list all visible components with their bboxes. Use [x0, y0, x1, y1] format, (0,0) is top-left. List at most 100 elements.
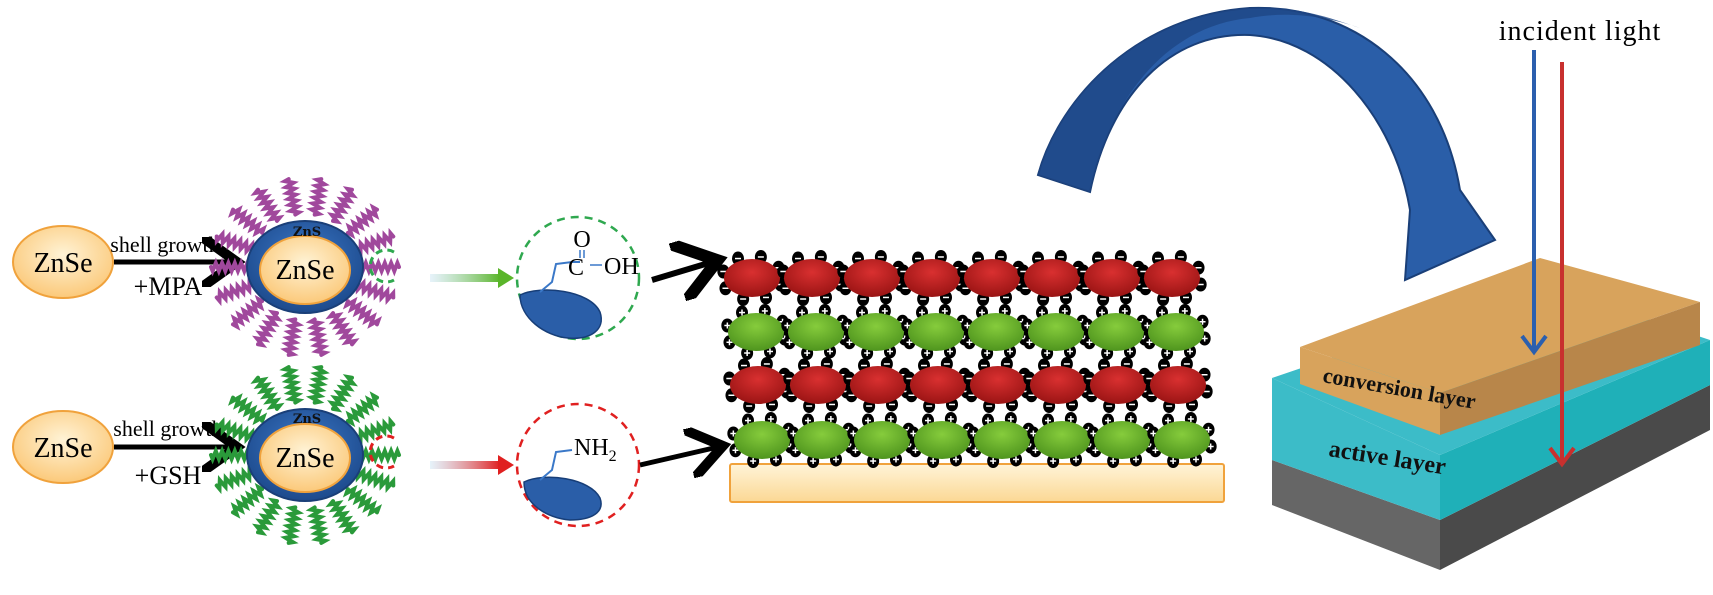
- ligand-strand: [359, 257, 401, 277]
- ligand-strand: [209, 257, 251, 277]
- nanoparticle: [908, 313, 964, 351]
- positive-particle: [961, 303, 1031, 361]
- process-label: shell growth: [110, 232, 219, 257]
- ligand-strand: [305, 505, 331, 545]
- ligand-strand: [250, 187, 285, 223]
- positive-particle: [721, 303, 791, 361]
- ligand-strand: [280, 317, 305, 357]
- ligand-strand: [214, 417, 255, 445]
- transfer-curved-arrow: [1036, 6, 1497, 282]
- znse-core-in-shell: [259, 423, 351, 493]
- positive-particle: [1027, 411, 1097, 469]
- zoom-arrow-head: [498, 455, 514, 475]
- negative-particle: [777, 249, 847, 307]
- ligand-chain: [539, 261, 580, 293]
- negative-particle: [1083, 356, 1153, 414]
- nanoparticle: [844, 259, 900, 297]
- negative-particle: [1077, 249, 1147, 307]
- process-label: shell growth: [113, 416, 222, 441]
- nanoparticle: [1024, 259, 1080, 297]
- device-stack: conversion layer active layer incident l…: [1272, 16, 1710, 570]
- positive-particle: [967, 411, 1037, 469]
- ligand-strand: [227, 205, 268, 238]
- gsh-ligand-shell: [209, 365, 401, 545]
- nanoparticle: [1150, 366, 1206, 404]
- ligand-strand: [252, 309, 283, 348]
- ligand-strand: [345, 203, 380, 240]
- negative-particle: [963, 356, 1033, 414]
- curved-arrow-body: [1036, 6, 1497, 282]
- ligand-strand: [230, 294, 265, 331]
- film-substrate: [729, 463, 1225, 503]
- hydroxyl-group: OH: [604, 254, 639, 280]
- active-layer-front: [1272, 378, 1440, 520]
- ligand-strand: [342, 484, 383, 517]
- ligand-strand: [209, 445, 251, 465]
- ligand-strand: [250, 375, 285, 411]
- positive-particle: [781, 303, 851, 361]
- substrate-layer-front: [1272, 460, 1440, 570]
- nanoparticle: [970, 366, 1026, 404]
- ligand-strand: [327, 186, 358, 225]
- conversion-layer-front: [1300, 347, 1440, 435]
- negative-particle: [1023, 356, 1093, 414]
- zns-shell-label: ZnS: [293, 225, 321, 240]
- synthesis-row-mpa: ZnSe shell growth +MPA ZnS ZnSe O C OH: [12, 177, 712, 357]
- ligand-strand: [214, 229, 255, 257]
- negative-particle: [843, 356, 913, 414]
- ligand-strand: [305, 317, 331, 357]
- ligand-zoom-circle: [515, 402, 641, 528]
- conversion-layer-top: [1300, 258, 1700, 393]
- nanoparticle: [1148, 313, 1204, 351]
- negative-particle: [783, 356, 853, 414]
- incident-light-label: incident light: [1499, 16, 1662, 47]
- ligand-strand: [280, 505, 305, 545]
- negative-particle: [1137, 249, 1207, 307]
- positive-particle: [727, 411, 797, 469]
- qd-surface-blob: [519, 289, 602, 339]
- ligand-chain: [539, 449, 573, 481]
- ligand-strand: [305, 365, 330, 405]
- assembly-arrow-bottom: [639, 447, 718, 465]
- curved-arrow-shade: [1038, 7, 1360, 192]
- nanoparticle: [914, 421, 970, 459]
- nanoparticle: [964, 259, 1020, 297]
- nanoparticle: [1154, 421, 1210, 459]
- ligand-strand: [345, 391, 380, 428]
- ligand-strand: [230, 482, 265, 519]
- reagent-label: +MPA: [134, 272, 203, 301]
- positive-particle: [787, 411, 857, 469]
- negative-particle: [723, 356, 793, 414]
- nanoparticle: [1084, 259, 1140, 297]
- nanoparticle: [784, 259, 840, 297]
- negative-particle: [897, 249, 967, 307]
- ligand-strand: [355, 227, 396, 258]
- nanoparticle: [910, 366, 966, 404]
- positive-particle: [901, 303, 971, 361]
- positive-particle: [1021, 303, 1091, 361]
- ligand-strand: [227, 393, 268, 426]
- zns-shell-label: ZnS: [293, 412, 321, 427]
- nanoparticle: [794, 421, 850, 459]
- nanoparticle: [1090, 366, 1146, 404]
- nanoparticle: [1030, 366, 1086, 404]
- nanoparticle: [728, 313, 784, 351]
- ligand-strand: [214, 276, 255, 307]
- nanoparticle: [904, 259, 960, 297]
- positive-particle: [1081, 303, 1151, 361]
- positive-particle: [847, 411, 917, 469]
- nanoparticle: [1144, 259, 1200, 297]
- positive-particle: [1147, 411, 1217, 469]
- oxygen-atom: O: [573, 227, 590, 253]
- nanoparticle: [734, 421, 790, 459]
- positive-particle: [1141, 303, 1211, 361]
- nanoparticle: [1028, 313, 1084, 351]
- ligand-zoom-circle: [515, 215, 641, 341]
- negative-particle: [1143, 356, 1213, 414]
- synthesis-row-gsh: ZnSe shell growth +GSH ZnS ZnSe NH2: [12, 365, 718, 545]
- assembly-arrow-top: [651, 262, 712, 280]
- reagent-label: +GSH: [135, 461, 202, 490]
- ligand-strand: [214, 464, 255, 495]
- amine-group: NH2: [574, 435, 617, 465]
